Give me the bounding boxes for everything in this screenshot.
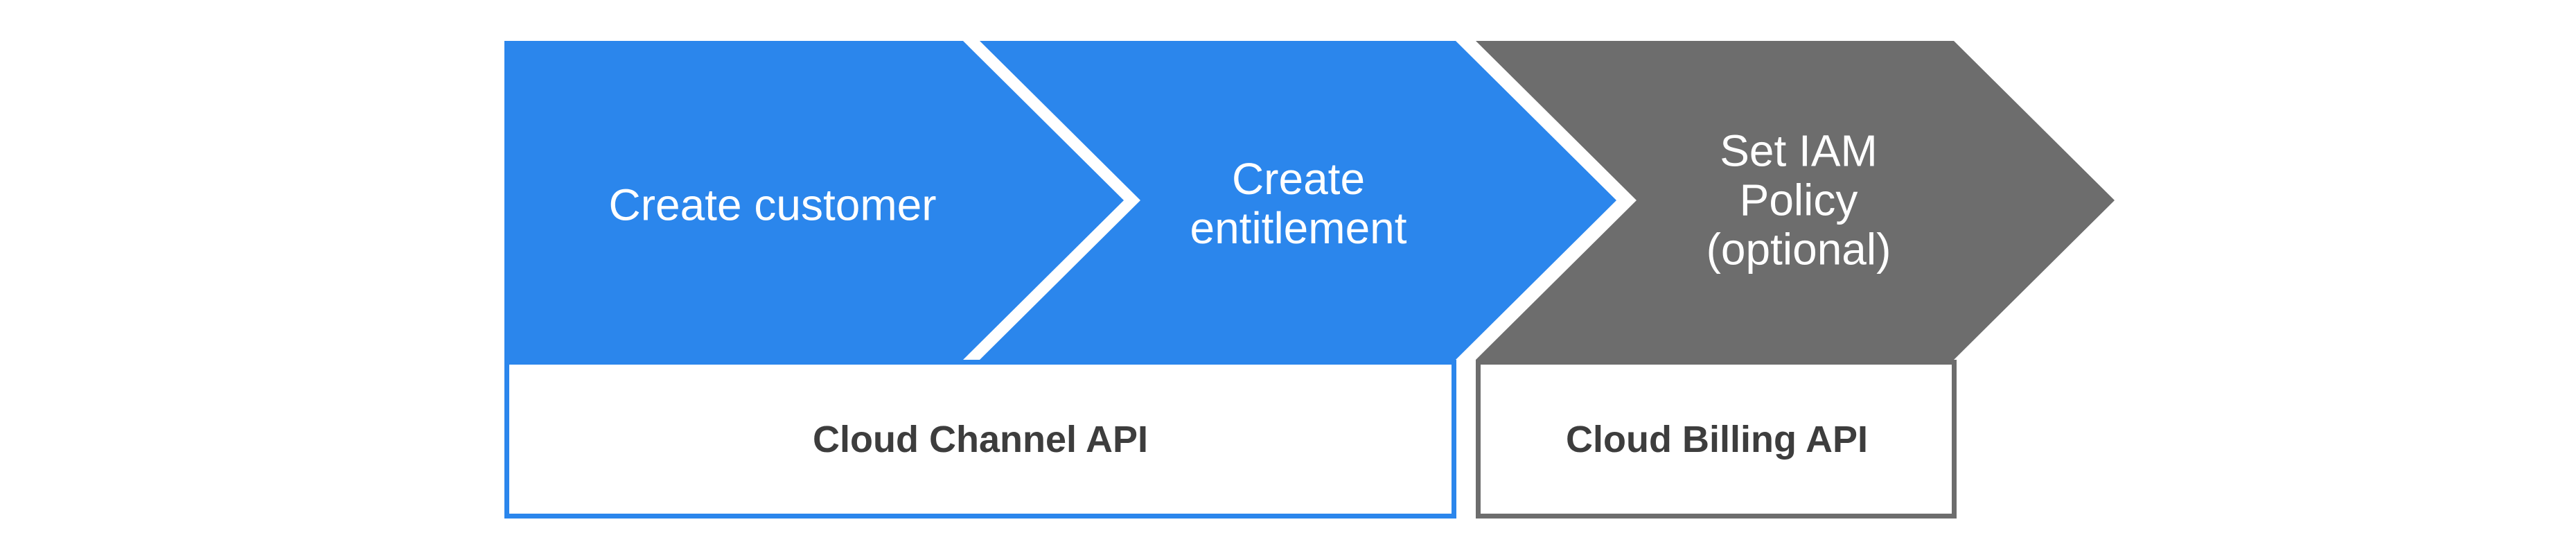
api-label-cloud-channel: Cloud Channel API [813, 419, 1148, 460]
step-label-create-customer: Create customer [608, 180, 937, 230]
step-label-set-iam-policy: Set IAM Policy (optional) [1706, 125, 1891, 274]
step-label-create-entitlement: Create entitlement [1190, 154, 1407, 253]
api-label-cloud-billing: Cloud Billing API [1566, 419, 1868, 460]
api-box-cloud-channel [504, 360, 1456, 518]
api-box-cloud-billing [1476, 360, 1957, 518]
